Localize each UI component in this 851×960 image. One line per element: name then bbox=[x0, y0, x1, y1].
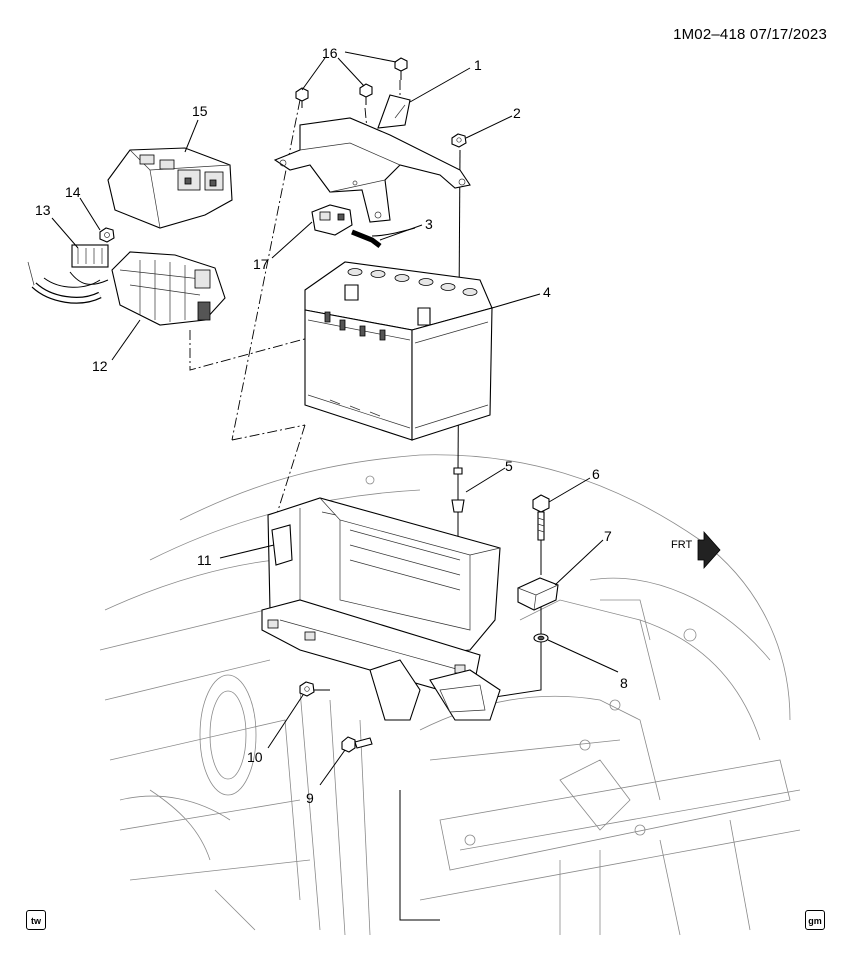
front-marker-label: FRT bbox=[671, 539, 692, 551]
callout-2: 2 bbox=[513, 105, 521, 121]
callout-15: 15 bbox=[192, 103, 208, 119]
battery bbox=[304, 261, 493, 441]
gm-logo-icon: gm bbox=[805, 910, 825, 930]
nut-2 bbox=[451, 133, 467, 148]
vehicle-body-background bbox=[99, 454, 801, 936]
callout-17: 17 bbox=[253, 256, 269, 272]
callout-11: 11 bbox=[197, 552, 212, 568]
callout-9: 9 bbox=[306, 790, 314, 806]
bolt-9 bbox=[341, 736, 373, 753]
nut-14 bbox=[99, 227, 115, 243]
hold-down-stud bbox=[451, 467, 465, 513]
battery-hold-down-bracket bbox=[273, 94, 471, 223]
callout-5: 5 bbox=[505, 458, 513, 474]
tw-badge-icon: tw bbox=[26, 910, 46, 930]
callout-8: 8 bbox=[620, 675, 628, 691]
callout-1: 1 bbox=[474, 57, 482, 73]
nut-10 bbox=[299, 681, 315, 697]
bolt-6 bbox=[532, 494, 550, 541]
callout-7: 7 bbox=[604, 528, 612, 544]
cable-harness bbox=[27, 244, 109, 304]
fuse-block-cover bbox=[107, 147, 233, 229]
bolt-16-c bbox=[394, 57, 408, 80]
fuse-block bbox=[111, 251, 226, 326]
callout-labels: 1 2 3 4 5 6 7 8 9 10 11 12 13 14 15 16 1… bbox=[35, 45, 628, 806]
callout-4: 4 bbox=[543, 284, 551, 300]
bolt-16-b bbox=[359, 83, 373, 105]
callout-13: 13 bbox=[35, 202, 51, 218]
callout-16: 16 bbox=[322, 45, 338, 61]
tray-insulator bbox=[517, 577, 559, 611]
callout-12: 12 bbox=[92, 358, 108, 374]
leader-lines bbox=[51, 51, 619, 786]
callout-6: 6 bbox=[592, 466, 600, 482]
front-arrow-icon bbox=[697, 530, 721, 570]
nut-8 bbox=[533, 633, 549, 643]
callout-3: 3 bbox=[425, 216, 433, 232]
bolt-16-a bbox=[295, 87, 309, 108]
callout-14: 14 bbox=[65, 184, 81, 200]
battery-current-sensor bbox=[311, 204, 353, 236]
diagram-code: 1M02–418 07/17/2023 bbox=[673, 26, 827, 43]
front-direction-marker: FRT bbox=[671, 530, 721, 570]
callout-10: 10 bbox=[247, 749, 263, 765]
battery-tray bbox=[261, 497, 501, 721]
